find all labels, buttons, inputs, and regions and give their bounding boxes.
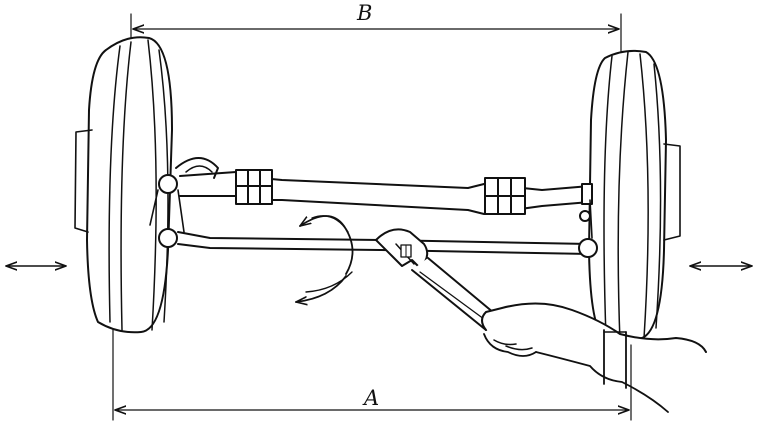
rotation-arrow-icon — [295, 215, 354, 302]
dimension-b-label: B — [357, 1, 373, 25]
dimension-b — [130, 13, 622, 119]
right-wheel-icon — [588, 49, 681, 343]
dimension-a — [112, 321, 632, 421]
lower-rod — [149, 189, 598, 258]
wrench-icon — [375, 228, 501, 331]
left-wheel-icon — [74, 36, 173, 334]
dimension-a-label: A — [364, 386, 380, 410]
hand-icon — [481, 302, 707, 413]
tie-rod-icon — [158, 157, 593, 215]
